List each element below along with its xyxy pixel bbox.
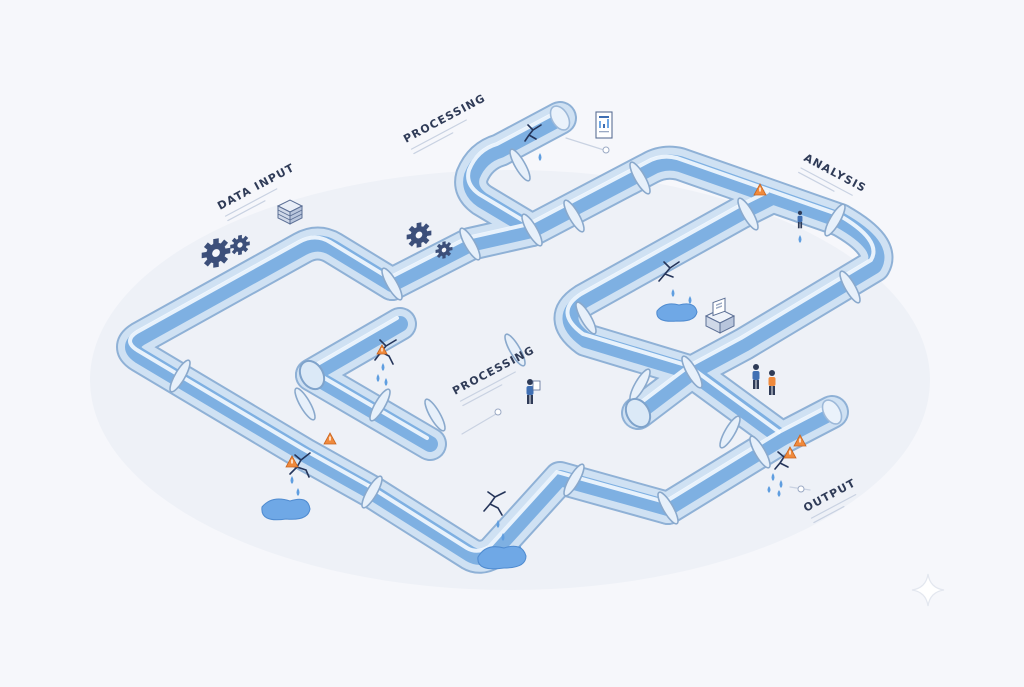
sparkle-icon xyxy=(911,573,945,607)
crack-icon xyxy=(658,261,680,282)
leader-dot xyxy=(494,408,502,416)
pipe-coupling xyxy=(361,475,383,509)
warning-triangle-icon xyxy=(285,455,299,468)
pipe-segment xyxy=(463,110,568,238)
pipe-segment xyxy=(527,154,839,226)
crack-icon xyxy=(524,124,542,142)
pipe-coupling xyxy=(575,301,597,335)
pipe-open-ends xyxy=(298,105,843,429)
pipe-coupling xyxy=(521,213,543,247)
pipe-segment xyxy=(307,316,399,371)
pipe-segment xyxy=(684,364,790,446)
pipe-segment xyxy=(125,235,400,500)
warning-triangle-icon xyxy=(783,446,797,459)
pipe-segment xyxy=(687,212,876,368)
pipe-segment xyxy=(565,204,741,368)
water-puddle xyxy=(477,545,527,570)
water-puddle xyxy=(261,498,311,521)
warnings xyxy=(285,183,807,468)
leader-line xyxy=(461,413,497,435)
person-icon xyxy=(526,379,541,404)
warning-triangle-icon xyxy=(323,432,337,445)
warning-triangle-icon xyxy=(793,434,807,447)
pipe-coupling xyxy=(839,270,861,304)
leader-line xyxy=(565,137,605,151)
pipe-layer xyxy=(128,110,876,553)
pipe-coupling xyxy=(369,388,391,422)
pipe-segment xyxy=(524,154,848,238)
pipe-coupling xyxy=(563,463,585,497)
pipe-coupling xyxy=(424,398,446,432)
water-puddle xyxy=(656,303,698,322)
pipe-segment xyxy=(466,110,559,226)
pipe-network xyxy=(116,101,894,574)
pipe-coupling xyxy=(657,491,679,525)
pipe-coupling xyxy=(563,199,585,233)
leaks xyxy=(261,153,802,570)
pipe-coupling xyxy=(749,435,771,469)
pipe-segment xyxy=(304,316,408,383)
person-icon xyxy=(797,210,803,229)
warning-triangle-icon xyxy=(376,344,388,355)
pipe-coupling xyxy=(737,197,759,231)
server-stack-icon xyxy=(276,199,304,225)
pipe-couplings xyxy=(169,148,861,525)
pipe-coupling xyxy=(681,355,703,389)
pipe-segment xyxy=(367,470,667,553)
crack-icon xyxy=(483,491,506,516)
pipe-coupling xyxy=(719,415,741,449)
printer-icon xyxy=(704,297,736,334)
document-chart-icon xyxy=(595,111,613,139)
person-icon xyxy=(752,364,760,389)
pipe-coupling xyxy=(504,333,526,367)
pipe-segment xyxy=(633,364,691,409)
person-icon xyxy=(768,370,776,395)
pipe-coupling xyxy=(824,203,846,237)
pipe-segment xyxy=(687,364,781,434)
pipe-coupling xyxy=(509,148,531,182)
leader-dot xyxy=(602,146,610,154)
pipe-coupling xyxy=(629,161,651,195)
pipe-coupling xyxy=(459,227,481,261)
pipe-segment xyxy=(307,367,429,440)
pipe-coupling xyxy=(294,387,316,421)
pipe-segment xyxy=(304,367,438,452)
warning-triangle-icon xyxy=(753,183,767,196)
pipe-coupling xyxy=(169,359,191,393)
crack-icon xyxy=(289,452,311,478)
leader-dot xyxy=(797,485,805,493)
pipe-coupling xyxy=(381,267,403,301)
pipe-segment xyxy=(128,235,391,488)
